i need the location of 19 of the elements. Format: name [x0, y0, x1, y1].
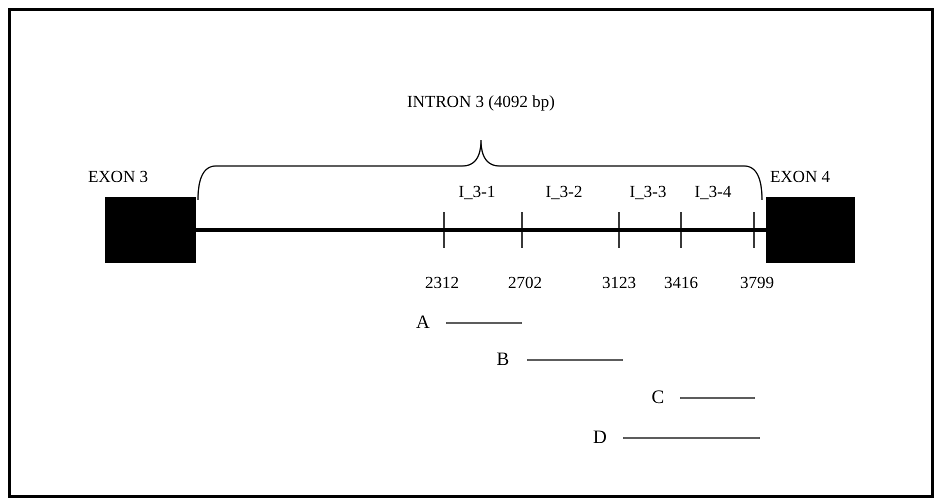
exon-label: EXON 3: [88, 167, 148, 187]
position-number: 3799: [740, 273, 774, 293]
fragment-label: C: [652, 388, 664, 408]
exon-label: EXON 4: [770, 167, 830, 187]
fragment-label: B: [496, 350, 510, 370]
region-label: I_3-3: [630, 182, 666, 202]
position-number: 2312: [425, 273, 459, 293]
region-label: I_3-1: [458, 182, 496, 202]
fragment-label: D: [593, 428, 607, 448]
region-label: I_3-2: [546, 182, 582, 202]
position-number: 2702: [508, 273, 542, 293]
exon-block: [766, 197, 855, 263]
exon-block: [105, 197, 196, 263]
position-number: 3123: [602, 273, 636, 293]
position-number: 3416: [664, 273, 698, 293]
intron-line: [196, 228, 766, 232]
intron-title: INTRON 3 (4092 bp): [407, 92, 555, 112]
region-label: I_3-4: [694, 182, 732, 202]
fragment-label: A: [416, 313, 430, 333]
